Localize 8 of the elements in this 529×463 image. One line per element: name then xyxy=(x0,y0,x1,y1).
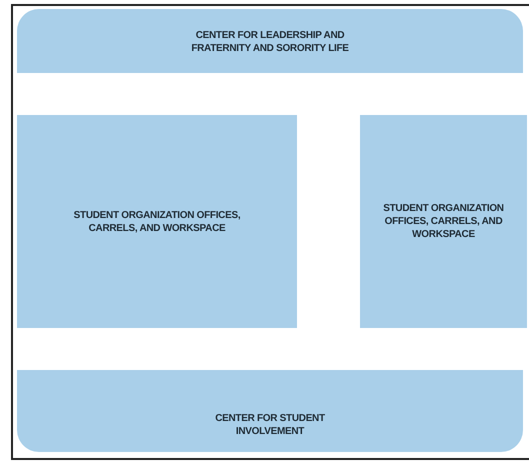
room-label: CENTER FOR LEADERSHIP AND FRATERNITY AND SORORITY LIFE xyxy=(190,29,350,55)
room-area xyxy=(17,115,297,328)
room-label: STUDENT ORGANIZATION OFFICES, CARRELS, AND WORKSPACE xyxy=(72,208,242,234)
room-area xyxy=(17,9,523,73)
room-area xyxy=(360,115,527,328)
room-label: CENTER FOR STUDENT INVOLVEMENT xyxy=(214,412,326,438)
room-area xyxy=(17,370,523,452)
room-label: STUDENT ORGANIZATION OFFICES, CARRELS, AND WORKSPACE xyxy=(382,202,505,241)
